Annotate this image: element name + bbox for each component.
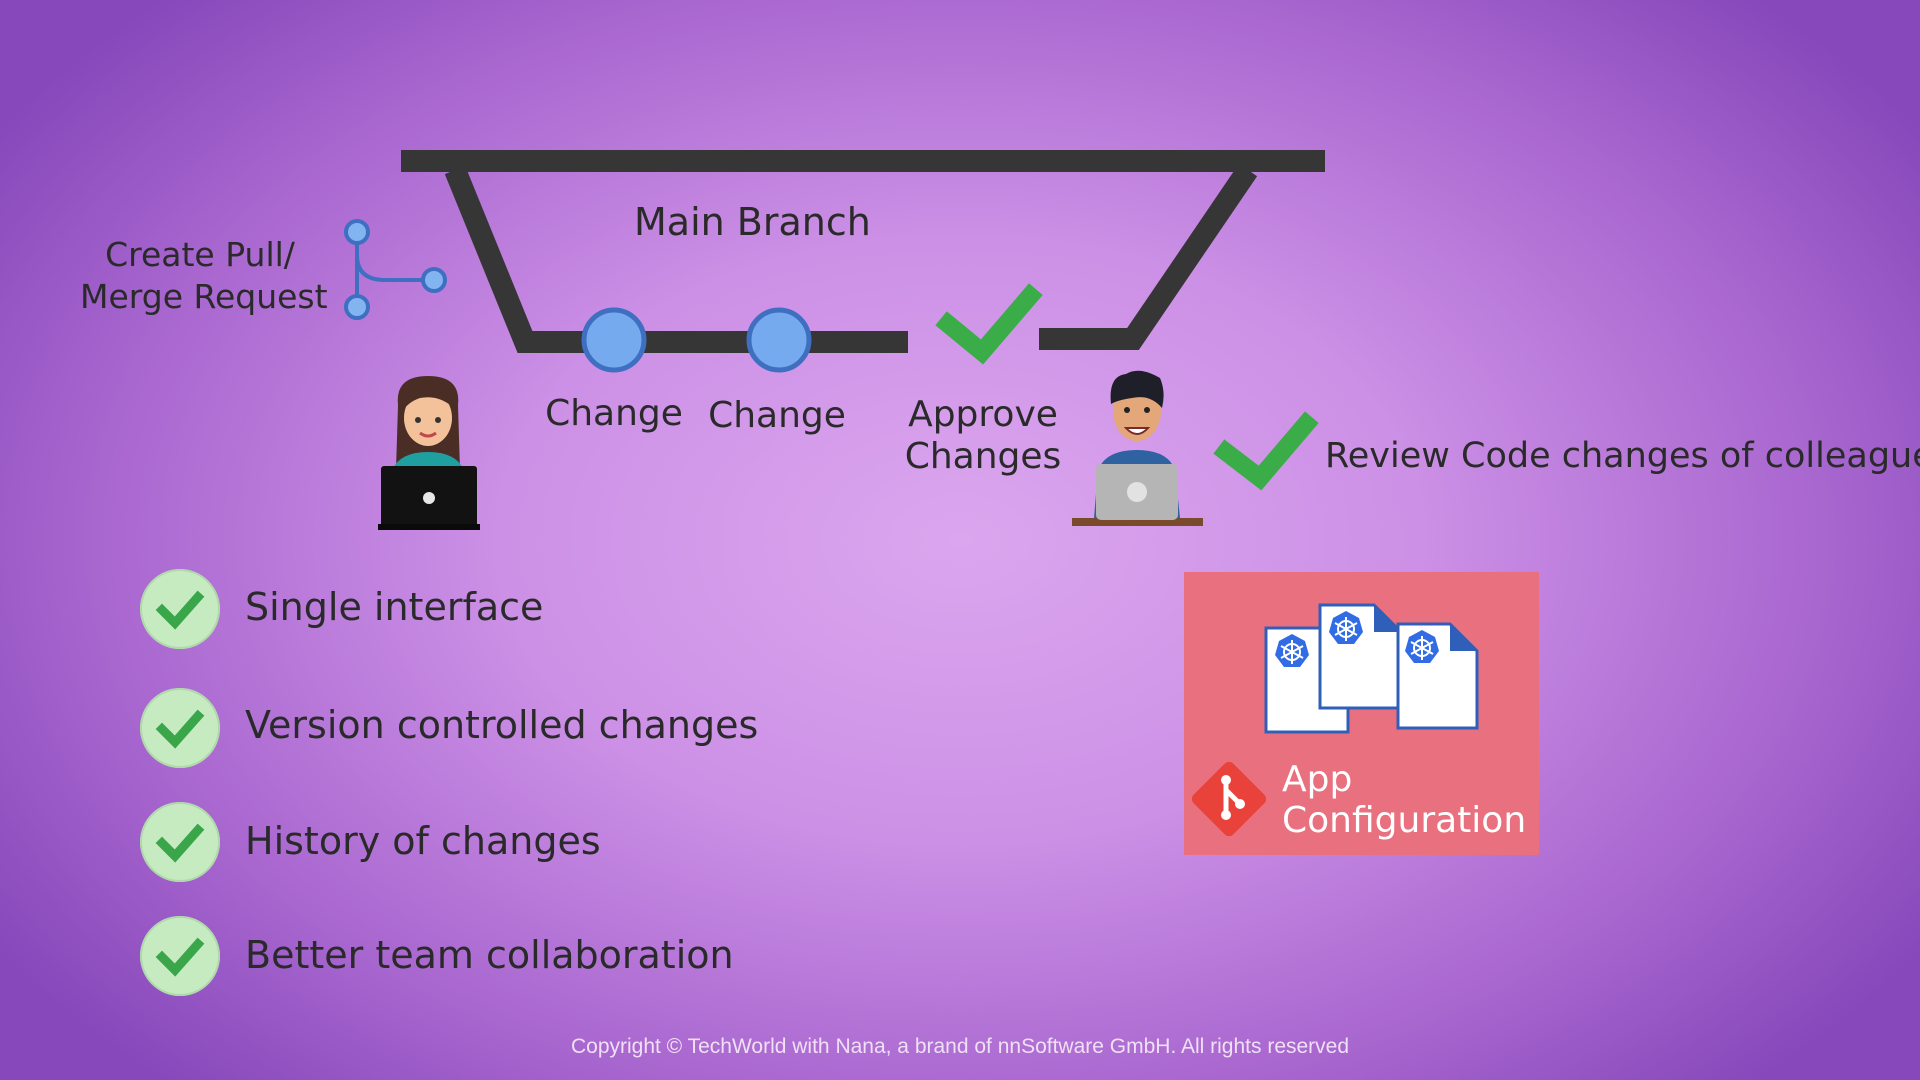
card-title-line1: App: [1282, 759, 1353, 800]
check-circle-icon: [140, 916, 220, 996]
commit-label-2: Change: [708, 395, 846, 436]
approve-changes-label: Approve Changes: [903, 394, 1063, 478]
review-code-label: Review Code changes of colleague: [1325, 436, 1920, 476]
commit-label-1: Change: [545, 393, 683, 434]
check-icon: [155, 590, 205, 630]
app-configuration-title: App Configuration: [1282, 759, 1526, 841]
review-check-icon: [1213, 411, 1319, 491]
card-title-line2: Configuration: [1282, 800, 1527, 841]
benefit-label: Better team collaboration: [245, 933, 734, 977]
check-icon: [155, 823, 205, 863]
copyright-footer: Copyright © TechWorld with Nana, a brand…: [570, 1035, 1350, 1058]
check-icon: [155, 709, 205, 749]
pull-request-label-line1: Create Pull/: [105, 235, 295, 274]
commit-circle-2[interactable]: [746, 307, 812, 373]
main-branch-label: Main Branch: [634, 200, 871, 244]
check-icon: [155, 937, 205, 977]
commit-circle-1[interactable]: [581, 307, 647, 373]
approve-label-line1: Approve: [908, 394, 1058, 435]
benefit-label: History of changes: [245, 819, 601, 863]
check-circle-icon: [140, 569, 220, 649]
check-circle-icon: [140, 802, 220, 882]
benefit-label: Single interface: [245, 585, 544, 629]
developer-woman-avatar: [378, 376, 480, 530]
pull-request-label: Create Pull/ Merge Request: [80, 234, 328, 318]
feature-branch-line: [444, 163, 1258, 353]
benefit-label: Version controlled changes: [245, 703, 759, 747]
pull-request-icon: [344, 219, 447, 320]
check-circle-icon: [140, 688, 220, 768]
developer-man-avatar: [1072, 370, 1203, 526]
approve-check-icon: [935, 283, 1043, 365]
approve-label-line2: Changes: [904, 436, 1062, 477]
pull-request-label-line2: Merge Request: [80, 277, 328, 316]
